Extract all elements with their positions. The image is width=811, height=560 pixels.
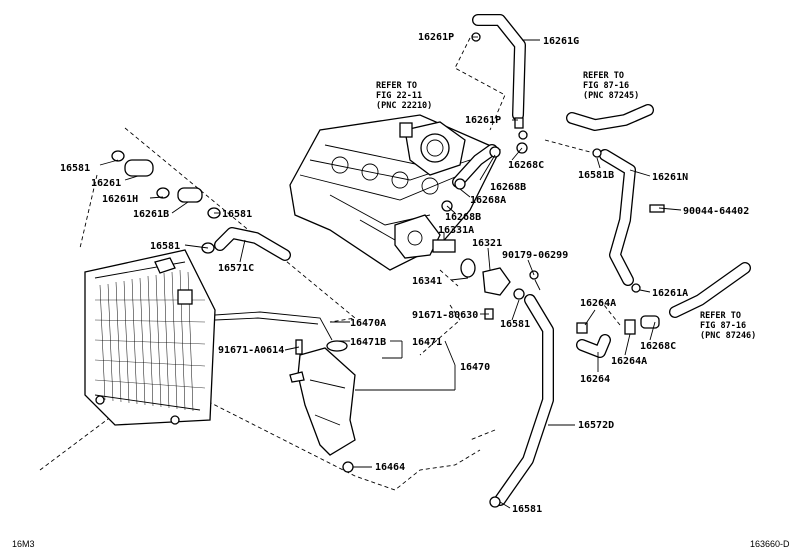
water-outlet-housing: [394, 214, 441, 259]
label-16341: 16341: [412, 276, 442, 287]
label-16581-d: 16581: [500, 319, 530, 330]
label-90179-06299: 90179-06299: [502, 250, 568, 261]
label-16264A-top: 16264A: [580, 298, 616, 309]
label-16581-c: 16581: [150, 241, 180, 252]
label-16264: 16264: [580, 374, 610, 385]
label-16470A: 16470A: [350, 318, 386, 329]
label-16261G: 16261G: [543, 36, 579, 47]
reference-notes: REFER TO FIG 22-11 (PNC 22210) REFER TO …: [376, 71, 756, 341]
reserve-tank: [289, 340, 356, 473]
label-90044-64402: 90044-64402: [683, 206, 749, 217]
label-16261N: 16261N: [652, 172, 688, 183]
label-16268B: 16268B: [445, 212, 481, 223]
label-16581-a: 16581: [60, 163, 90, 174]
label-16268A: 16268A: [470, 195, 506, 206]
ref-2-line-3: (PNC 87245): [583, 91, 639, 101]
label-16261P-top: 16261P: [418, 32, 454, 43]
hoses: [214, 14, 751, 506]
label-16261A: 16261A: [652, 288, 688, 299]
label-16331A: 16331A: [438, 225, 474, 236]
ref-1-line-1: REFER TO: [376, 81, 417, 91]
label-91671-A0614: 91671-A0614: [218, 345, 284, 356]
label-16261P-mid: 16261P: [465, 115, 501, 126]
label-16464: 16464: [375, 462, 405, 473]
label-16581B: 16581B: [578, 170, 614, 181]
throttle-body: [399, 121, 466, 176]
leader-lines: [99, 36, 682, 509]
label-16581-e: 16581: [512, 504, 542, 515]
label-16471: 16471: [412, 337, 442, 348]
label-16470: 16470: [460, 362, 490, 373]
label-16581-b: 16581: [222, 209, 252, 220]
ref-2-line-1: REFER TO: [583, 71, 624, 81]
ref-1-line-3: (PNC 22210): [376, 101, 432, 111]
label-16261B: 16261B: [133, 209, 169, 220]
label-16261H: 16261H: [102, 194, 138, 205]
radiator: [84, 249, 216, 426]
engine-block: [289, 114, 501, 271]
ref-1-line-2: FIG 22-11: [376, 91, 422, 101]
footer-code-left: 16M3: [12, 539, 35, 549]
label-16264A-bot: 16264A: [611, 356, 647, 367]
label-16471B: 16471B: [350, 337, 386, 348]
label-16571C: 16571C: [218, 263, 254, 274]
label-91671-80630: 91671-80630: [412, 310, 478, 321]
ref-3-line-1: REFER TO: [700, 311, 741, 321]
ref-2-line-2: FIG 87-16: [583, 81, 629, 91]
ref-3-line-2: FIG 87-16: [700, 321, 746, 331]
label-16261: 16261: [91, 178, 121, 189]
part-labels: 16261P 16261G 16261P 16268C 16581B 16261…: [60, 32, 749, 515]
label-16268B-top: 16268B: [490, 182, 526, 193]
label-16268C-bot: 16268C: [640, 341, 676, 352]
label-16268C-top: 16268C: [508, 160, 544, 171]
ref-3-line-3: (PNC 87246): [700, 331, 756, 341]
label-16321: 16321: [472, 238, 502, 249]
label-16572D: 16572D: [578, 420, 614, 431]
footer-code-right: 163660-D: [750, 539, 790, 549]
